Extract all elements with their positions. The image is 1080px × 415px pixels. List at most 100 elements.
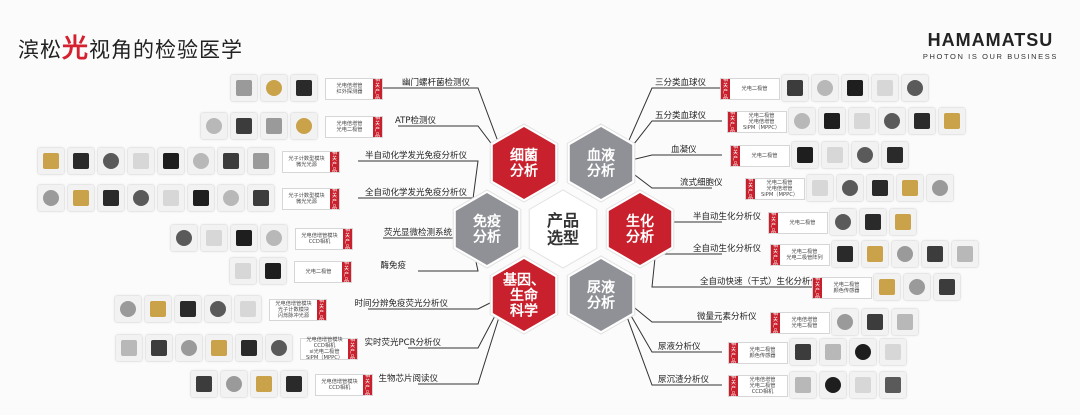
product-shape [151,340,167,356]
tech-tag-text: 光子计数型模块 微光光源 [288,155,325,168]
app-label-left: 全自动化学发光免疫分析仪 [364,188,467,198]
product-shape [211,340,227,356]
product-thumbnail [38,185,64,211]
app-label-right: 尿液分析仪 [658,342,701,352]
product-thumbnail [266,335,292,361]
product-thumbnail [904,274,930,300]
product-thumbnail [128,185,154,211]
hexagon-label: 免疫 [473,213,501,230]
app-label-right: 流式细胞仪 [680,178,723,188]
product-thumbnail [890,209,916,235]
hexagon-immune [455,193,519,265]
related-products-badge: 相 关 产 品 [771,311,780,335]
hexagon-biochem [608,193,672,265]
title-part: 视角的检验医学 [89,38,244,62]
product-shape [43,153,59,169]
tech-tag: 相 关 产 品光电二极管 光电二极管阵列 [770,243,830,267]
product-shape [872,180,888,196]
tech-tag-text: 光电倍增管模块 光子计数模块 闪烁脉冲光源 [275,300,312,320]
related-products-badge: 相 关 产 品 [363,373,372,397]
product-thumbnail [206,335,232,361]
product-thumbnail [850,372,876,398]
product-thumbnail [230,258,256,284]
tech-tag-text: 光电倍增管模块 CCD相机 [321,378,358,391]
product-shape [150,301,166,317]
related-products-badge: 相 关 产 品 [373,77,382,101]
product-shape [825,377,841,393]
related-products-badge: 相 关 产 品 [342,260,351,284]
product-thumbnail [115,296,141,322]
hexagon-label: 分析 [587,163,615,180]
tech-tag: 光电倍增管模块 光子计数模块 闪烁脉冲光源相 关 产 品 [269,298,327,322]
product-shape [133,153,149,169]
product-thumbnail [880,339,906,365]
product-shape [236,118,252,134]
product-thumbnail [927,175,953,201]
product-shape [223,190,239,206]
product-thumbnail [790,372,816,398]
tech-tag: 相 关 产 品光电二极管 颜色传感器 [728,341,788,365]
product-shape [835,214,851,230]
product-thumbnail [38,148,64,174]
product-thumbnail [882,142,908,168]
product-thumbnail [792,142,818,168]
product-shape [266,80,282,96]
product-shape [825,344,841,360]
connector-line [368,87,507,164]
related-products-badge: 相 关 产 品 [330,187,339,211]
product-shape [120,301,136,317]
product-shape [827,147,843,163]
product-shape [855,377,871,393]
product-shape [181,340,197,356]
related-products-badge: 相 关 产 品 [729,341,738,365]
tech-tag-text: 光电二极管 [305,268,332,275]
product-shape [193,153,209,169]
product-thumbnail [98,185,124,211]
product-shape [902,180,918,196]
app-label-left: 幽门螺杆菌检测仪 [401,78,470,88]
product-thumbnail [860,209,886,235]
tech-tag-text: 光电二极管 光电倍增管 SiPM（MPPC） [760,179,799,199]
product-shape [180,301,196,317]
product-shape [296,80,312,96]
product-thumbnail [852,142,878,168]
hexagon-label: 分析 [473,229,501,246]
tech-tag-text: 光电二极管 [751,152,778,159]
product-thumbnail [819,108,845,134]
product-shape [877,80,893,96]
product-thumbnail [934,274,960,300]
tech-tag: 相 关 产 品 光电倍增管 光电二极管 [770,311,830,335]
product-thumbnail [251,371,277,397]
product-thumbnail [68,148,94,174]
tech-tag-text: 光电倍增管模块 CCD相机 si光电二极管 SiPM（MPPC） [305,336,344,362]
product-shape [795,377,811,393]
app-label-left: 荧光显微检测系统 [383,228,452,238]
product-thumbnail [790,339,816,365]
tech-tag-text: 光子计数型模块 微光光源 [288,192,325,205]
product-shape [885,377,901,393]
product-thumbnail [782,75,808,101]
product-thumbnail [862,309,888,335]
app-label-left: 半自动化学发光免疫分析仪 [364,151,467,161]
product-thumbnail [176,335,202,361]
product-thumbnail [231,113,257,139]
app-label-left: ATP检测仪 [395,116,436,126]
product-thumbnail [175,296,201,322]
product-thumbnail [952,241,978,267]
tech-tag-text: 光电倍增管 光电二极管 [791,316,818,329]
tech-tag: 光电倍增管模块 CCD相机 si光电二极管 SiPM（MPPC）相 关 产 品 [300,336,358,362]
hexagon-center [531,193,595,265]
brand-tagline: PHOTON IS OUR BUSINESS [922,52,1058,61]
product-thumbnail [820,372,846,398]
product-thumbnail [862,241,888,267]
product-shape [895,214,911,230]
product-thumbnail [832,241,858,267]
product-shape [884,113,900,129]
product-thumbnail [830,209,856,235]
app-label-left: 生物芯片阅读仪 [378,374,438,384]
product-shape [887,147,903,163]
product-shape [236,80,252,96]
product-shape [867,314,883,330]
product-shape [236,230,252,246]
